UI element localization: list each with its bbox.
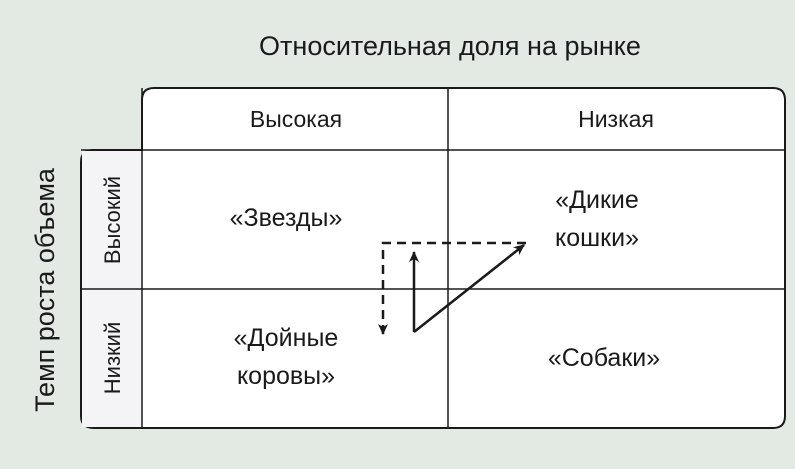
column-header-low: Низкая bbox=[578, 106, 654, 132]
row-header-low: Низкий bbox=[100, 322, 125, 394]
solid-arrow-diagonal bbox=[413, 244, 525, 333]
quadrant-wildcats-line2: кошки» bbox=[555, 224, 639, 252]
row-header-high: Высокий bbox=[100, 176, 125, 264]
quadrant-stars: «Звезды» bbox=[230, 204, 343, 232]
quadrant-wildcats-line1: «Дикие bbox=[555, 186, 639, 214]
x-axis-title: Относительная доля на рынке bbox=[259, 31, 641, 61]
quadrant-cows-line1: «Дойные bbox=[234, 324, 339, 352]
dashed-arrow bbox=[378, 241, 526, 335]
quadrant-dogs: «Собаки» bbox=[548, 344, 660, 372]
quadrant-cows-line2: коровы» bbox=[237, 362, 335, 390]
matrix-frame bbox=[80, 87, 786, 429]
y-axis-title: Темп роста объема bbox=[30, 167, 60, 412]
column-header-high: Высокая bbox=[250, 106, 342, 132]
